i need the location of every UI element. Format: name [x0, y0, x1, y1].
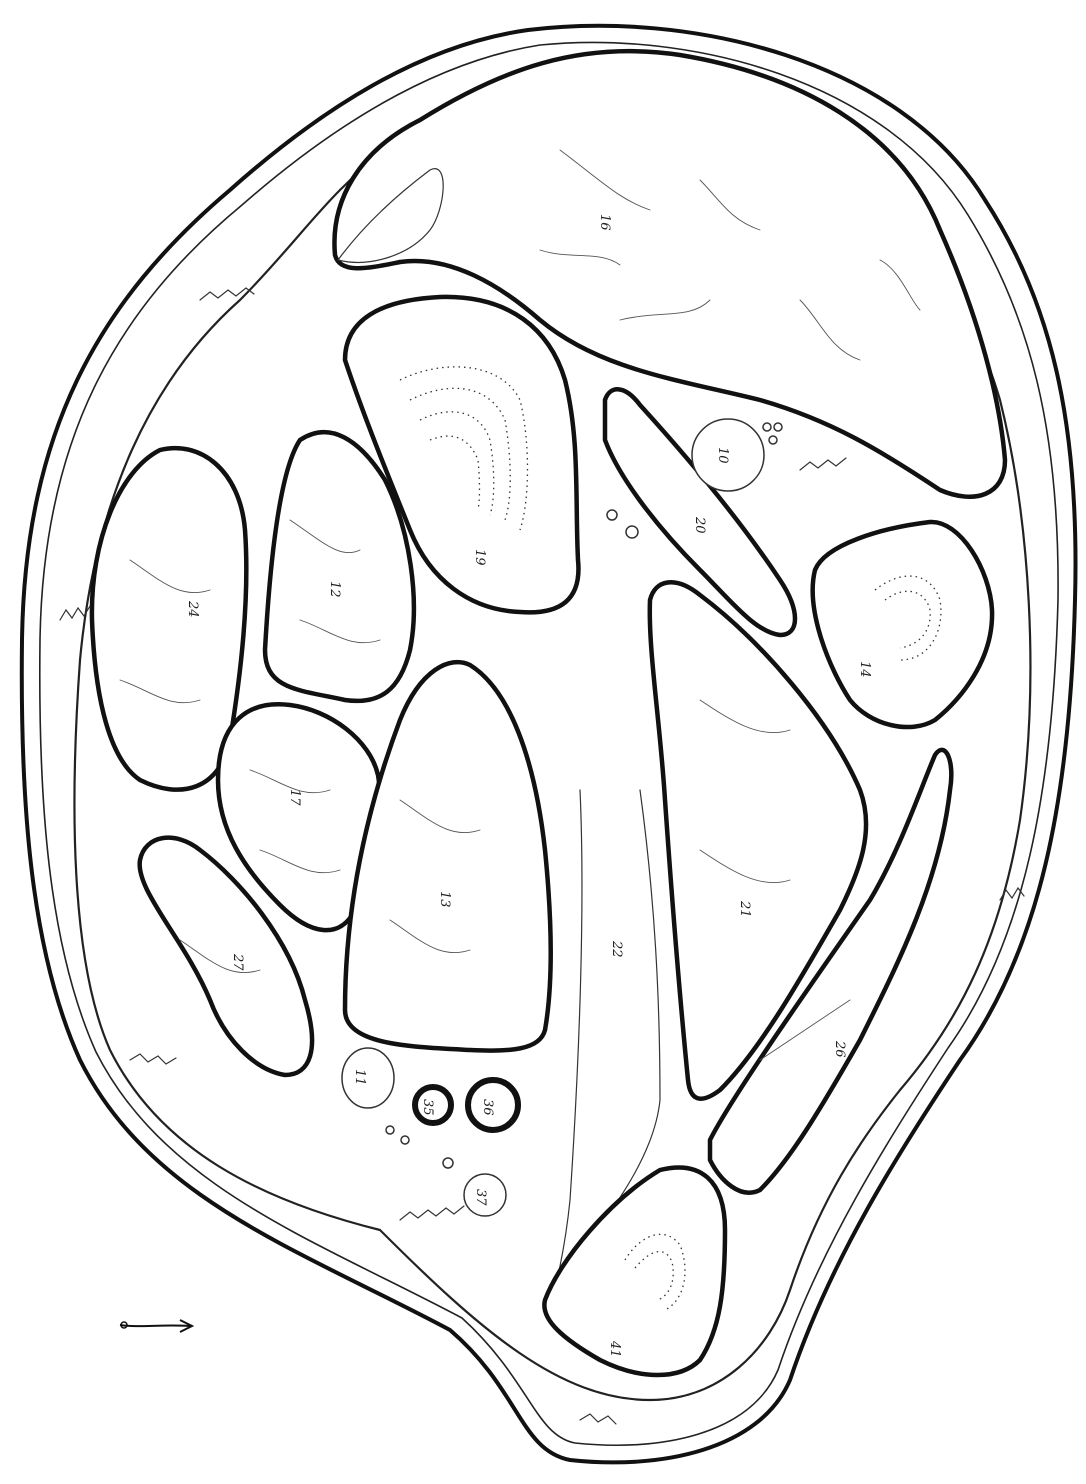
label-16: 16 — [597, 214, 612, 231]
label-27: 27 — [230, 953, 245, 971]
vessel-small-7 — [401, 1136, 409, 1144]
vessel-small-3 — [769, 436, 777, 444]
label-artery-36: 36 — [480, 1099, 495, 1116]
label-19: 19 — [472, 549, 487, 566]
label-21: 21 — [737, 900, 752, 918]
vessel-small-4 — [607, 510, 617, 520]
arrow-right-icon — [120, 1320, 192, 1332]
vessel-small-5 — [626, 526, 638, 538]
muscle-14 — [813, 522, 992, 727]
label-13: 13 — [437, 891, 452, 908]
label-14: 14 — [857, 661, 872, 678]
vessel-small-2 — [774, 423, 782, 431]
vessel-small-6 — [386, 1126, 394, 1134]
muscle-13 — [345, 662, 551, 1051]
label-artery-35: 35 — [420, 1099, 435, 1116]
label-24: 24 — [185, 600, 200, 618]
label-12: 12 — [327, 581, 342, 598]
label-vein-37: 37 — [473, 1189, 488, 1206]
label-22: 22 — [609, 940, 624, 958]
muscle-41 — [544, 1168, 725, 1376]
label-26: 26 — [832, 1040, 847, 1058]
muscle-22-border-left — [550, 790, 582, 1310]
muscle-22-border-right — [590, 790, 660, 1240]
label-nerve-11: 11 — [352, 1069, 367, 1086]
label-41: 41 — [607, 1340, 622, 1358]
nerve-bundle-lower — [342, 1048, 394, 1108]
label-nerve-upper: 10 — [715, 447, 730, 464]
vessel-small-8 — [443, 1158, 453, 1168]
label-17: 17 — [287, 789, 302, 806]
label-20: 20 — [692, 516, 707, 534]
vessel-small-1 — [763, 423, 771, 431]
